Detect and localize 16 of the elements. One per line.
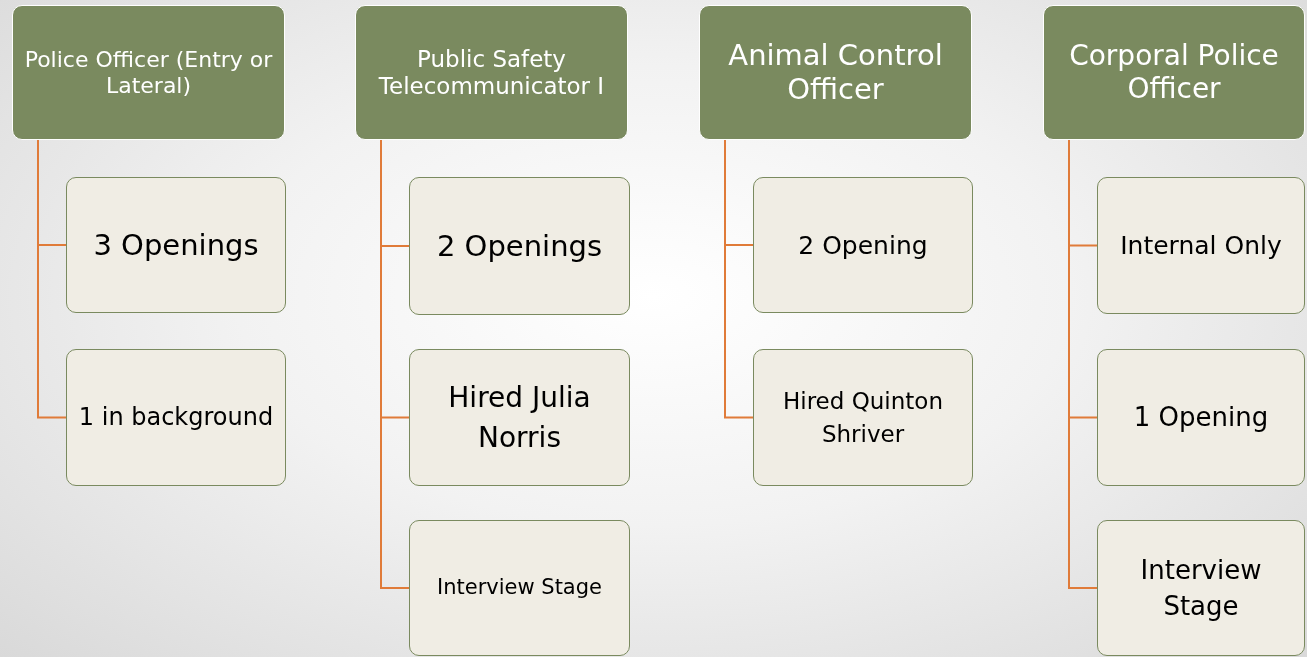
status-box: Interview Stage [409,520,630,656]
position-header-box: Animal Control Officer [699,5,972,140]
status-box: 1 in background [66,349,286,486]
status-box: Hired Julia Norris [409,349,630,486]
connector-line [724,139,754,419]
status-box: Internal Only [1097,177,1305,314]
status-box: 2 Openings [409,177,630,315]
connector-line [37,139,67,419]
status-box: Interview Stage [1097,520,1305,656]
status-box: Hired Quinton Shriver [753,349,973,486]
position-header-box: Police Officer (Entry or Lateral) [12,5,285,140]
position-header-box: Public Safety Telecommunicator I [355,5,628,140]
position-header-box: Corporal Police Officer [1043,5,1305,140]
status-box: 1 Opening [1097,349,1305,486]
status-box: 3 Openings [66,177,286,313]
status-box: 2 Opening [753,177,973,313]
